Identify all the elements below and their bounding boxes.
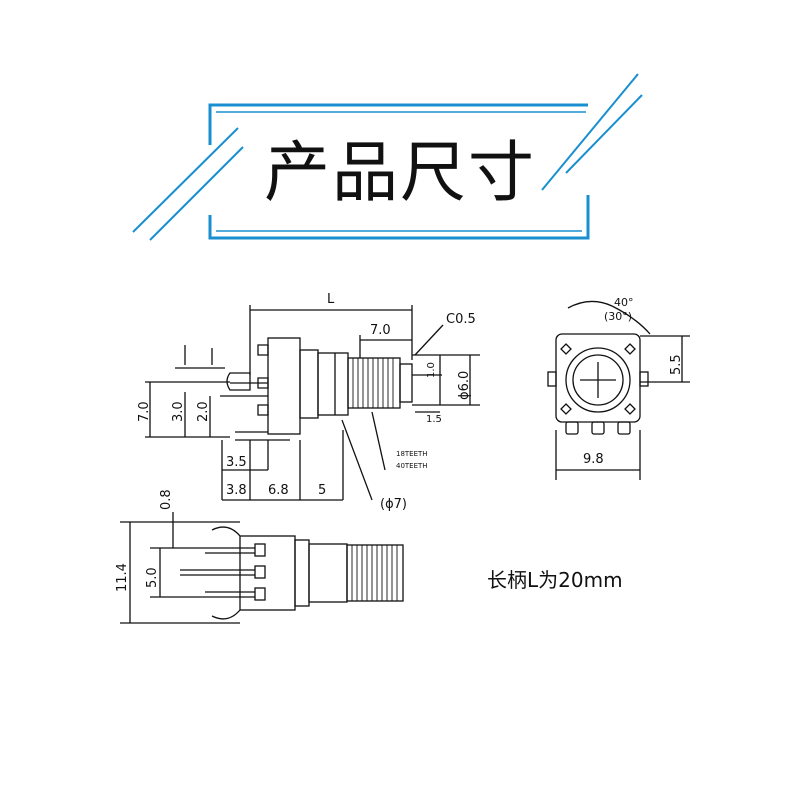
teeth-18: 18TEETH <box>396 450 428 458</box>
front-view <box>547 300 690 480</box>
dim-chamfer: C0.5 <box>446 312 476 327</box>
dim-3-5: 3.5 <box>226 455 247 470</box>
dim-11-4: 11.4 <box>115 563 130 592</box>
frame-top-left <box>208 103 588 145</box>
dim-9-8: 9.8 <box>583 452 604 467</box>
frame-bottom-right <box>208 195 590 240</box>
dim-h2: 2.0 <box>196 401 211 422</box>
caption-note: 长柄L为20mm <box>487 568 623 592</box>
dim-shaft-7: 7.0 <box>370 323 391 338</box>
page-title: 产品尺寸 <box>264 134 536 211</box>
deco-stroke <box>541 73 639 191</box>
dim-L: L <box>327 292 335 307</box>
dim-5-0: 5.0 <box>145 567 160 588</box>
deco-stroke <box>149 146 244 241</box>
dim-0-8: 0.8 <box>159 489 174 510</box>
dim-1-5: 1.5 <box>426 414 442 425</box>
dim-1-0: 1.0 <box>426 362 437 378</box>
dim-5-5: 5.5 <box>669 354 684 375</box>
dim-phi7: (ϕ7) <box>380 497 407 512</box>
side-view <box>145 305 480 501</box>
deco-stroke <box>132 127 239 233</box>
dim-3-8: 3.8 <box>226 483 247 498</box>
dim-h3: 3.0 <box>171 401 186 422</box>
dim-6-8: 6.8 <box>268 483 289 498</box>
dim-d6: ϕ6.0 <box>457 371 472 400</box>
dim-angle-30: (30°) <box>604 310 632 323</box>
dim-angle-40: 40° <box>614 296 634 309</box>
deco-stroke <box>565 94 643 174</box>
dim-h7: 7.0 <box>137 401 152 422</box>
bottom-view <box>120 512 404 624</box>
dim-5: 5 <box>318 483 326 498</box>
teeth-40: 40TEETH <box>396 462 428 470</box>
